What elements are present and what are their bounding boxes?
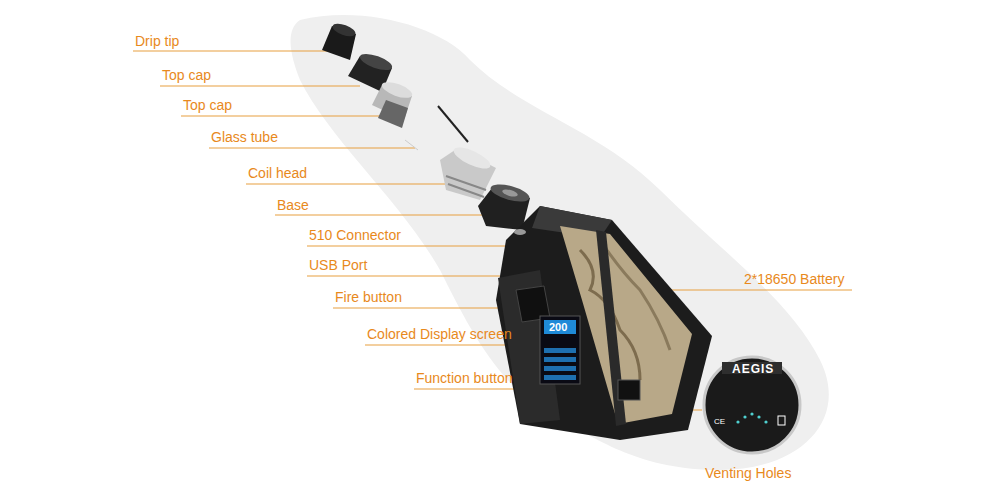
part-label: Top cap [162,67,211,83]
drip-tip [322,21,357,60]
svg-text:CE: CE [714,417,725,426]
part-label: Coil head [248,165,307,181]
part-label: Glass tube [211,129,278,145]
part-label: 510 Connector [309,227,401,243]
brand-mark: AEGIS [732,362,774,376]
mod-body [496,206,712,440]
background-blob [291,15,829,470]
part-label: Drip tip [135,33,179,49]
part-label: Function button [416,370,513,386]
part-label: Fire button [335,289,402,305]
top-cap [372,79,414,128]
part-label: USB Port [309,257,367,273]
glass-tube [405,140,418,150]
part-label: Base [277,197,309,213]
venting-inset: CE [704,357,800,453]
screen-reading: 200 [549,321,567,333]
glass-tube-rod [438,106,468,142]
coil-head [440,143,496,200]
part-label: Top cap [183,97,232,113]
tank-base [478,181,531,230]
part-label: Colored Display screen [367,326,512,342]
part-label: 2*18650 Battery [744,271,844,287]
part-label: Venting Holes [705,465,791,481]
